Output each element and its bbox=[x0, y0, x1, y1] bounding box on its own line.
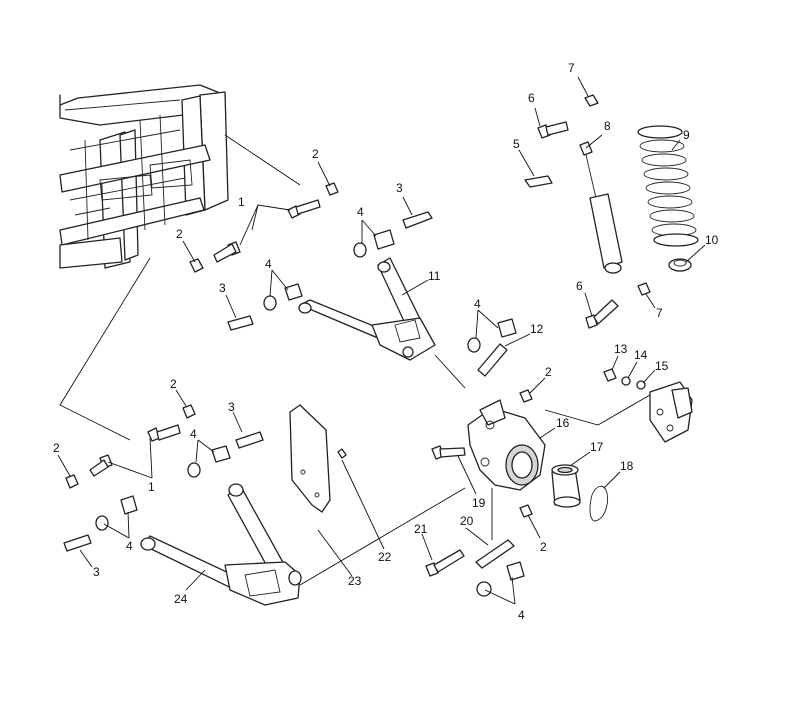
callout-12: 12 bbox=[530, 322, 544, 336]
bushing-set-left bbox=[95, 495, 138, 531]
callout-21: 21 bbox=[414, 522, 428, 536]
callout-10: 10 bbox=[705, 233, 719, 247]
pivot-pin-left bbox=[63, 534, 92, 552]
callout-1: 1 bbox=[238, 195, 245, 209]
nut-upper bbox=[325, 182, 339, 196]
caliper-nut bbox=[603, 368, 617, 382]
pivot-pin-20 bbox=[475, 539, 515, 569]
callout-24: 24 bbox=[174, 592, 188, 606]
callout-8: 8 bbox=[604, 119, 611, 133]
bushing-set-right bbox=[467, 318, 517, 353]
spring-cup bbox=[524, 175, 553, 188]
shock-bolt-upper bbox=[537, 121, 569, 139]
upper-arm-leader bbox=[434, 354, 466, 389]
callout-2: 2 bbox=[53, 441, 60, 455]
callout-17: 17 bbox=[590, 440, 604, 454]
callout-4: 4 bbox=[357, 205, 364, 219]
nut-frame bbox=[189, 258, 204, 273]
callout-3: 3 bbox=[228, 400, 235, 414]
callout-7: 7 bbox=[568, 61, 575, 75]
caliper-washer-14 bbox=[621, 376, 631, 386]
pivot-pin-12 bbox=[477, 343, 508, 377]
lower-bolt bbox=[425, 549, 465, 577]
bearing-carrier bbox=[467, 399, 546, 491]
callout-1: 1 bbox=[148, 480, 155, 494]
frame-leader-upper bbox=[224, 134, 301, 186]
pivot-bolt-lower-a bbox=[147, 424, 181, 442]
lower-arm-leader bbox=[299, 487, 466, 586]
callout-2: 2 bbox=[312, 147, 319, 161]
shock-nut-lower bbox=[637, 282, 651, 296]
brake-caliper bbox=[649, 381, 693, 443]
pivot-pin-upper bbox=[402, 211, 433, 229]
bushing-set-upper bbox=[353, 229, 395, 258]
nut-lower-left bbox=[65, 474, 79, 489]
callout-3: 3 bbox=[93, 565, 100, 579]
callout-2: 2 bbox=[540, 540, 547, 554]
callout-14: 14 bbox=[634, 348, 648, 362]
bushing-set-mid bbox=[263, 283, 303, 311]
callout-3: 3 bbox=[219, 281, 226, 295]
callout-4: 4 bbox=[190, 427, 197, 441]
lower-a-arm bbox=[140, 483, 302, 606]
bushing-set-lower bbox=[187, 445, 231, 478]
callout-15: 15 bbox=[655, 359, 669, 373]
callout-13: 13 bbox=[614, 342, 628, 356]
upper-a-arm bbox=[298, 257, 436, 361]
skid-plate bbox=[289, 404, 331, 513]
callout-4: 4 bbox=[474, 297, 481, 311]
callout-4: 4 bbox=[265, 257, 272, 271]
callout-3: 3 bbox=[396, 181, 403, 195]
pivot-pin-mid bbox=[227, 315, 254, 331]
spring-retainer bbox=[668, 258, 692, 272]
caliper-leader bbox=[544, 394, 651, 426]
callout-23: 23 bbox=[348, 574, 362, 588]
nut-lower-mid bbox=[182, 404, 196, 419]
snap-ring bbox=[589, 485, 609, 522]
callout-11: 11 bbox=[428, 269, 441, 283]
callout-9: 9 bbox=[683, 128, 690, 142]
callout-6: 6 bbox=[528, 91, 535, 105]
callout-4: 4 bbox=[518, 608, 525, 622]
pivot-bolt-upper-a bbox=[287, 199, 321, 219]
shock-nut-upper bbox=[584, 94, 599, 107]
callout-2: 2 bbox=[545, 365, 552, 379]
nut-right-upper bbox=[519, 389, 533, 403]
pivot-bolt-lower-b bbox=[89, 454, 113, 477]
callout-4: 4 bbox=[126, 539, 133, 553]
callout-2: 2 bbox=[176, 227, 183, 241]
callout-18: 18 bbox=[620, 459, 634, 473]
shock-bolt-lower bbox=[585, 299, 619, 329]
pivot-pin-lower bbox=[235, 431, 264, 449]
callout-labels: 1 1 2 2 2 2 2 2 3 3 3 3 4 4 4 4 4 4 5 6 … bbox=[53, 61, 719, 622]
callout-20: 20 bbox=[460, 514, 474, 528]
carrier-bolt bbox=[431, 445, 466, 460]
callout-leaders bbox=[57, 76, 706, 605]
pivot-bolt-upper-b bbox=[213, 241, 241, 263]
vehicle-frame bbox=[59, 84, 229, 269]
coil-spring bbox=[637, 125, 699, 247]
callout-7: 7 bbox=[656, 306, 663, 320]
shock-absorber bbox=[579, 141, 623, 274]
frame-leader-lower bbox=[59, 257, 151, 441]
bushing-set-bottom bbox=[476, 561, 525, 597]
callout-22: 22 bbox=[378, 550, 392, 564]
callout-6: 6 bbox=[576, 279, 583, 293]
callout-2: 2 bbox=[170, 377, 177, 391]
wheel-bearing bbox=[551, 464, 581, 508]
callout-16: 16 bbox=[556, 416, 570, 430]
callout-19: 19 bbox=[472, 496, 486, 510]
screw bbox=[337, 448, 347, 459]
nut-right-lower bbox=[519, 504, 533, 518]
callout-5: 5 bbox=[513, 137, 520, 151]
